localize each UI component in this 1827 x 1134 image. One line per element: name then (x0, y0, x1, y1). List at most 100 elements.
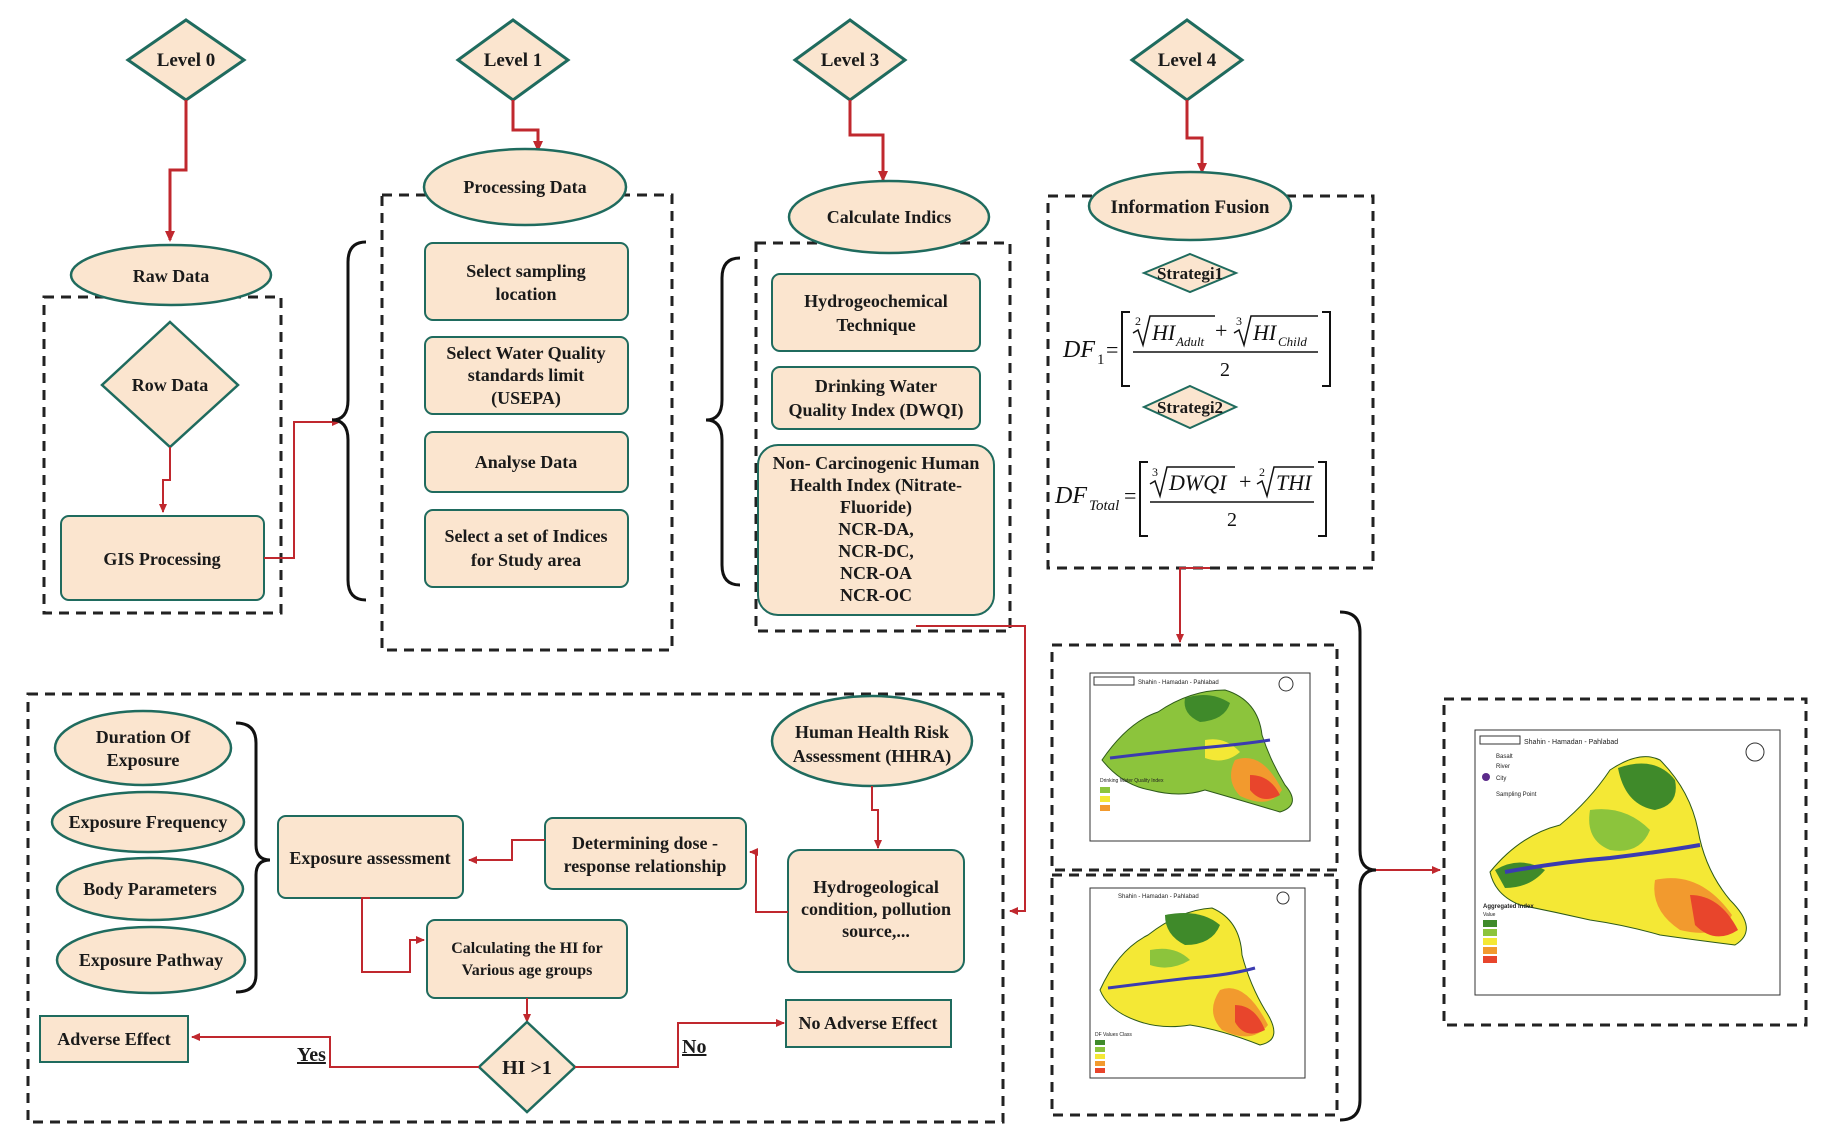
decision-yes-arrow (191, 1033, 479, 1068)
map-3-title: Shahin - Hamadan - Pahlabad (1524, 739, 1618, 746)
level-1-step-0: Select sampling location (424, 242, 629, 321)
map-3-legend-sub: Value (1483, 912, 1496, 918)
map-3-aggregated: Shahin - Hamadan - Pahlabad Basalt River… (1474, 729, 1781, 996)
raw-data-node: Raw Data (69, 243, 273, 307)
exposure-assessment-node: Exposure assessment (277, 815, 464, 899)
map-1: Shahin - Hamadan - Pahlabad Drinking Wat… (1089, 672, 1311, 842)
svg-text:+: + (1239, 469, 1251, 494)
svg-text:location: location (496, 284, 557, 304)
formula1-denominator: 2 (1220, 359, 1230, 381)
map-3-legend-river: River (1496, 764, 1510, 770)
maps-brace (1339, 610, 1377, 1122)
step-line: NCR-OC (840, 585, 912, 605)
factor-line: Duration Of (96, 727, 192, 747)
calculate-indics-label: Calculate Indics (827, 207, 952, 227)
adverse-effect-node: Adverse Effect (39, 1015, 189, 1063)
factor-line: Exposure Frequency (69, 812, 228, 832)
svg-text:Select sampling: Select sampling (466, 261, 586, 281)
formula1-lhs: DF (1062, 337, 1095, 363)
step-line: Select a set of Indices (445, 526, 608, 546)
strategy-2-node: Strategi2 (1141, 384, 1239, 430)
information-fusion-node: Information Fusion (1087, 170, 1293, 242)
row-data-decision: Row Data (100, 320, 240, 449)
factor-line: Exposure (107, 750, 180, 770)
step-line: standards limit (468, 365, 585, 385)
level-1-label: Level 1 (484, 50, 543, 71)
factor-line: Exposure Pathway (79, 950, 223, 970)
strategy-2-label: Strategi2 (1157, 398, 1223, 417)
svg-text:+: + (1215, 318, 1227, 343)
hi-decision-label: HI >1 (502, 1057, 552, 1079)
map-2: Shahin - Hamadan - Pahlabad DF Values Cl… (1089, 887, 1306, 1079)
factor-duration: Duration Of Exposure (53, 709, 233, 787)
dose-response-node: Determining dose - response relationship (544, 817, 747, 890)
level-3-brace (705, 256, 741, 587)
factor-pathway: Exposure Pathway (55, 925, 247, 995)
step-line: NCR-DC, (838, 541, 914, 561)
no-label: No (682, 1036, 706, 1058)
step-line: Fluoride) (840, 497, 912, 518)
step-line: Drinking Water (815, 376, 937, 396)
hydro-line: source,... (842, 921, 910, 941)
formula2-lhs-sub: Total (1089, 498, 1119, 514)
formula1-term2-sub: Child (1278, 334, 1307, 349)
processing-data-label: Processing Data (463, 177, 586, 197)
hi-decision-node: HI >1 (477, 1020, 577, 1114)
formula2-term2: THI (1276, 470, 1313, 495)
gis-to-level1-arrow (264, 418, 341, 559)
level-1-step-3: Select a set of Indices for Study area (424, 509, 629, 588)
level-1-step-1: Select Water Quality standards limit (US… (424, 336, 629, 415)
dose-line: response relationship (564, 856, 727, 876)
level-1-node: Level 1 (455, 18, 571, 102)
level-0-label: Level 0 (157, 50, 216, 71)
formula-dftotal: DF Total = 3 DWQI + 2 THI 2 (1054, 461, 1327, 537)
hhra-title-line: Assessment (HHRA) (793, 746, 951, 767)
hhra-to-hydro-arrow (871, 786, 882, 849)
formula1-term1-sub: Adult (1175, 334, 1205, 349)
calc-line: Various age groups (462, 962, 593, 979)
strategy-1-label: Strategi1 (1157, 264, 1223, 283)
map-1-legend-title: Drinking Water Quality Index (1100, 778, 1164, 784)
hydro-to-dose-arrow (749, 848, 788, 913)
hhra-title-node: Human Health Risk Assessment (HHRA) (770, 694, 974, 788)
dose-line: Determining dose - (572, 833, 718, 853)
map-1-title: Shahin - Hamadan - Pahlabad (1138, 680, 1219, 686)
level-3-label: Level 3 (821, 50, 880, 71)
step-line: Hydrogeochemical (804, 291, 948, 311)
hhra-dashed-container (26, 692, 1005, 1124)
gis-processing-label: GIS Processing (103, 549, 220, 569)
level-1-brace (331, 240, 367, 602)
formula2-root2-index: 2 (1259, 465, 1265, 479)
hydro-line: Hydrogeological (813, 877, 939, 897)
level-3-node: Level 3 (792, 18, 908, 102)
yes-label: Yes (297, 1044, 326, 1066)
decision-no-arrow (575, 1019, 785, 1068)
map-3-dashed-container (1442, 697, 1808, 1027)
no-adverse-effect-label: No Adverse Effect (799, 1013, 938, 1033)
formula2-root1-index: 3 (1152, 465, 1158, 479)
level-1-step-2: Analyse Data (424, 431, 629, 493)
processing-data-node: Processing Data (422, 147, 628, 227)
step-line: NCR-OA (840, 563, 912, 583)
adverse-effect-label: Adverse Effect (57, 1029, 170, 1049)
row-data-label: Row Data (132, 375, 209, 395)
step-line: Analyse Data (475, 452, 578, 472)
calc-line: Calculating the HI for (451, 940, 603, 957)
calculate-indics-node: Calculate Indics (787, 179, 991, 255)
hydrogeological-node: Hydrogeological condition, pollution sou… (787, 849, 965, 973)
step-line: Health Index (Nitrate- (790, 475, 962, 496)
step-line: Quality Index (DWQI) (788, 400, 963, 421)
level-3-step-2: Non- Carcinogenic Human Health Index (Ni… (757, 444, 995, 616)
factor-body: Body Parameters (55, 856, 245, 922)
information-fusion-label: Information Fusion (1111, 197, 1270, 218)
map-3-legend-basalt: Basalt (1496, 754, 1513, 760)
map-3-legend-city: City (1496, 776, 1506, 782)
raw-data-label: Raw Data (133, 266, 210, 286)
formula-df1: DF 1 = 2 HI Adult + 3 HI Child 2 (1062, 311, 1331, 387)
strategy-1-node: Strategi1 (1141, 252, 1239, 294)
level-4-label: Level 4 (1158, 50, 1217, 71)
level-arrows (165, 100, 1207, 242)
step-line: NCR-DA, (838, 519, 914, 539)
step-line: location (496, 284, 557, 304)
